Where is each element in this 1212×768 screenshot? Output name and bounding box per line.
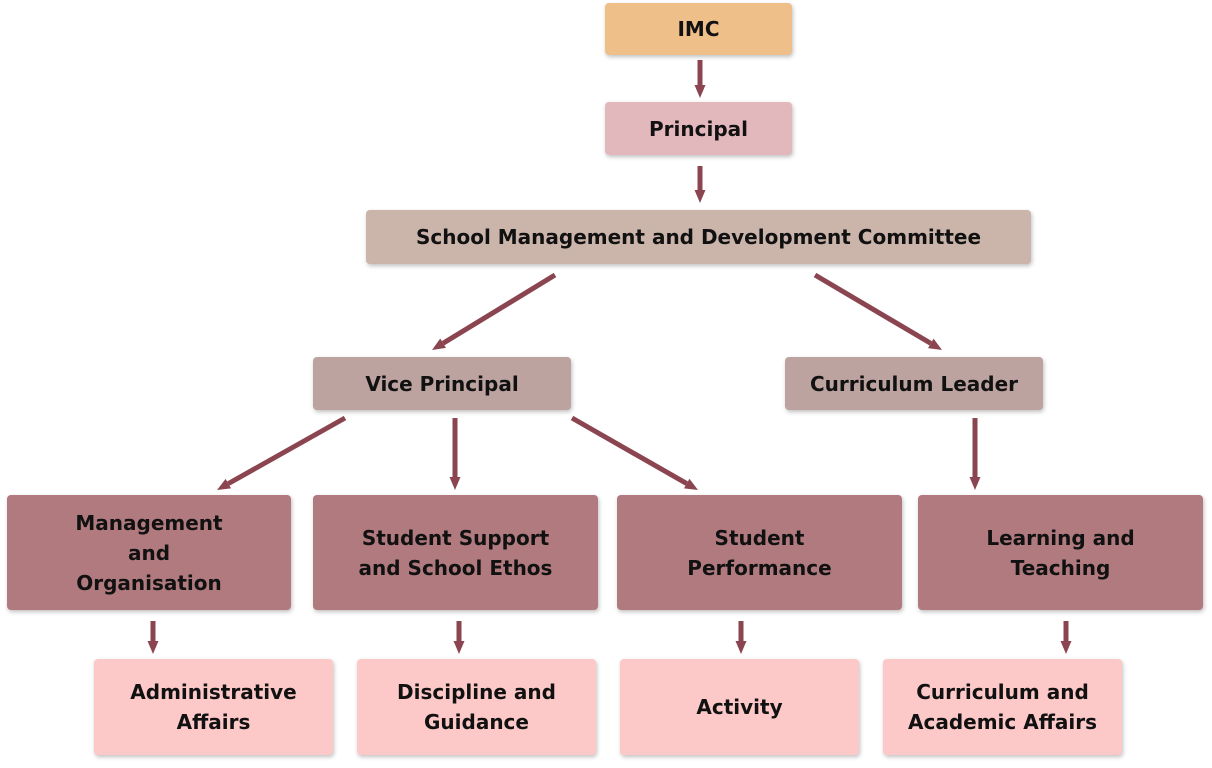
arrow-imc-to-principal [694, 60, 706, 98]
node-learning-teaching: Learning and Teaching [918, 495, 1203, 610]
node-curriculum-academic-affairs: Curriculum and Academic Affairs [883, 659, 1122, 755]
arrow-vice-principal-to-management-org [217, 415, 347, 490]
node-student-support: Student Support and School Ethos [313, 495, 598, 610]
arrow-learning-teaching-to-curriculum-academic [1060, 621, 1072, 654]
node-discipline-guidance: Discipline and Guidance [357, 659, 596, 755]
node-imc: IMC [605, 3, 792, 55]
arrow-student-performance-to-activity [735, 621, 747, 654]
arrow-principal-to-smdc [694, 166, 706, 203]
node-management-organisation: Management and Organisation [7, 495, 291, 610]
arrow-smdc-to-vice-principal [432, 272, 557, 350]
arrow-vice-principal-to-student-performance [570, 415, 698, 490]
node-principal: Principal [605, 102, 792, 155]
node-curriculum-leader: Curriculum Leader [785, 357, 1043, 410]
arrow-management-org-to-admin-affairs [147, 621, 159, 654]
node-school-management-committee: School Management and Development Commit… [366, 210, 1031, 264]
arrow-curriculum-leader-to-learning-teaching [969, 418, 981, 490]
arrow-student-support-to-discipline [453, 621, 465, 654]
arrow-vice-principal-to-student-support [449, 418, 461, 490]
node-vice-principal: Vice Principal [313, 357, 571, 410]
node-activity: Activity [620, 659, 859, 755]
node-student-performance: Student Performance [617, 495, 902, 610]
arrow-smdc-to-curriculum-leader [813, 272, 942, 350]
node-administrative-affairs: Administrative Affairs [94, 659, 333, 755]
